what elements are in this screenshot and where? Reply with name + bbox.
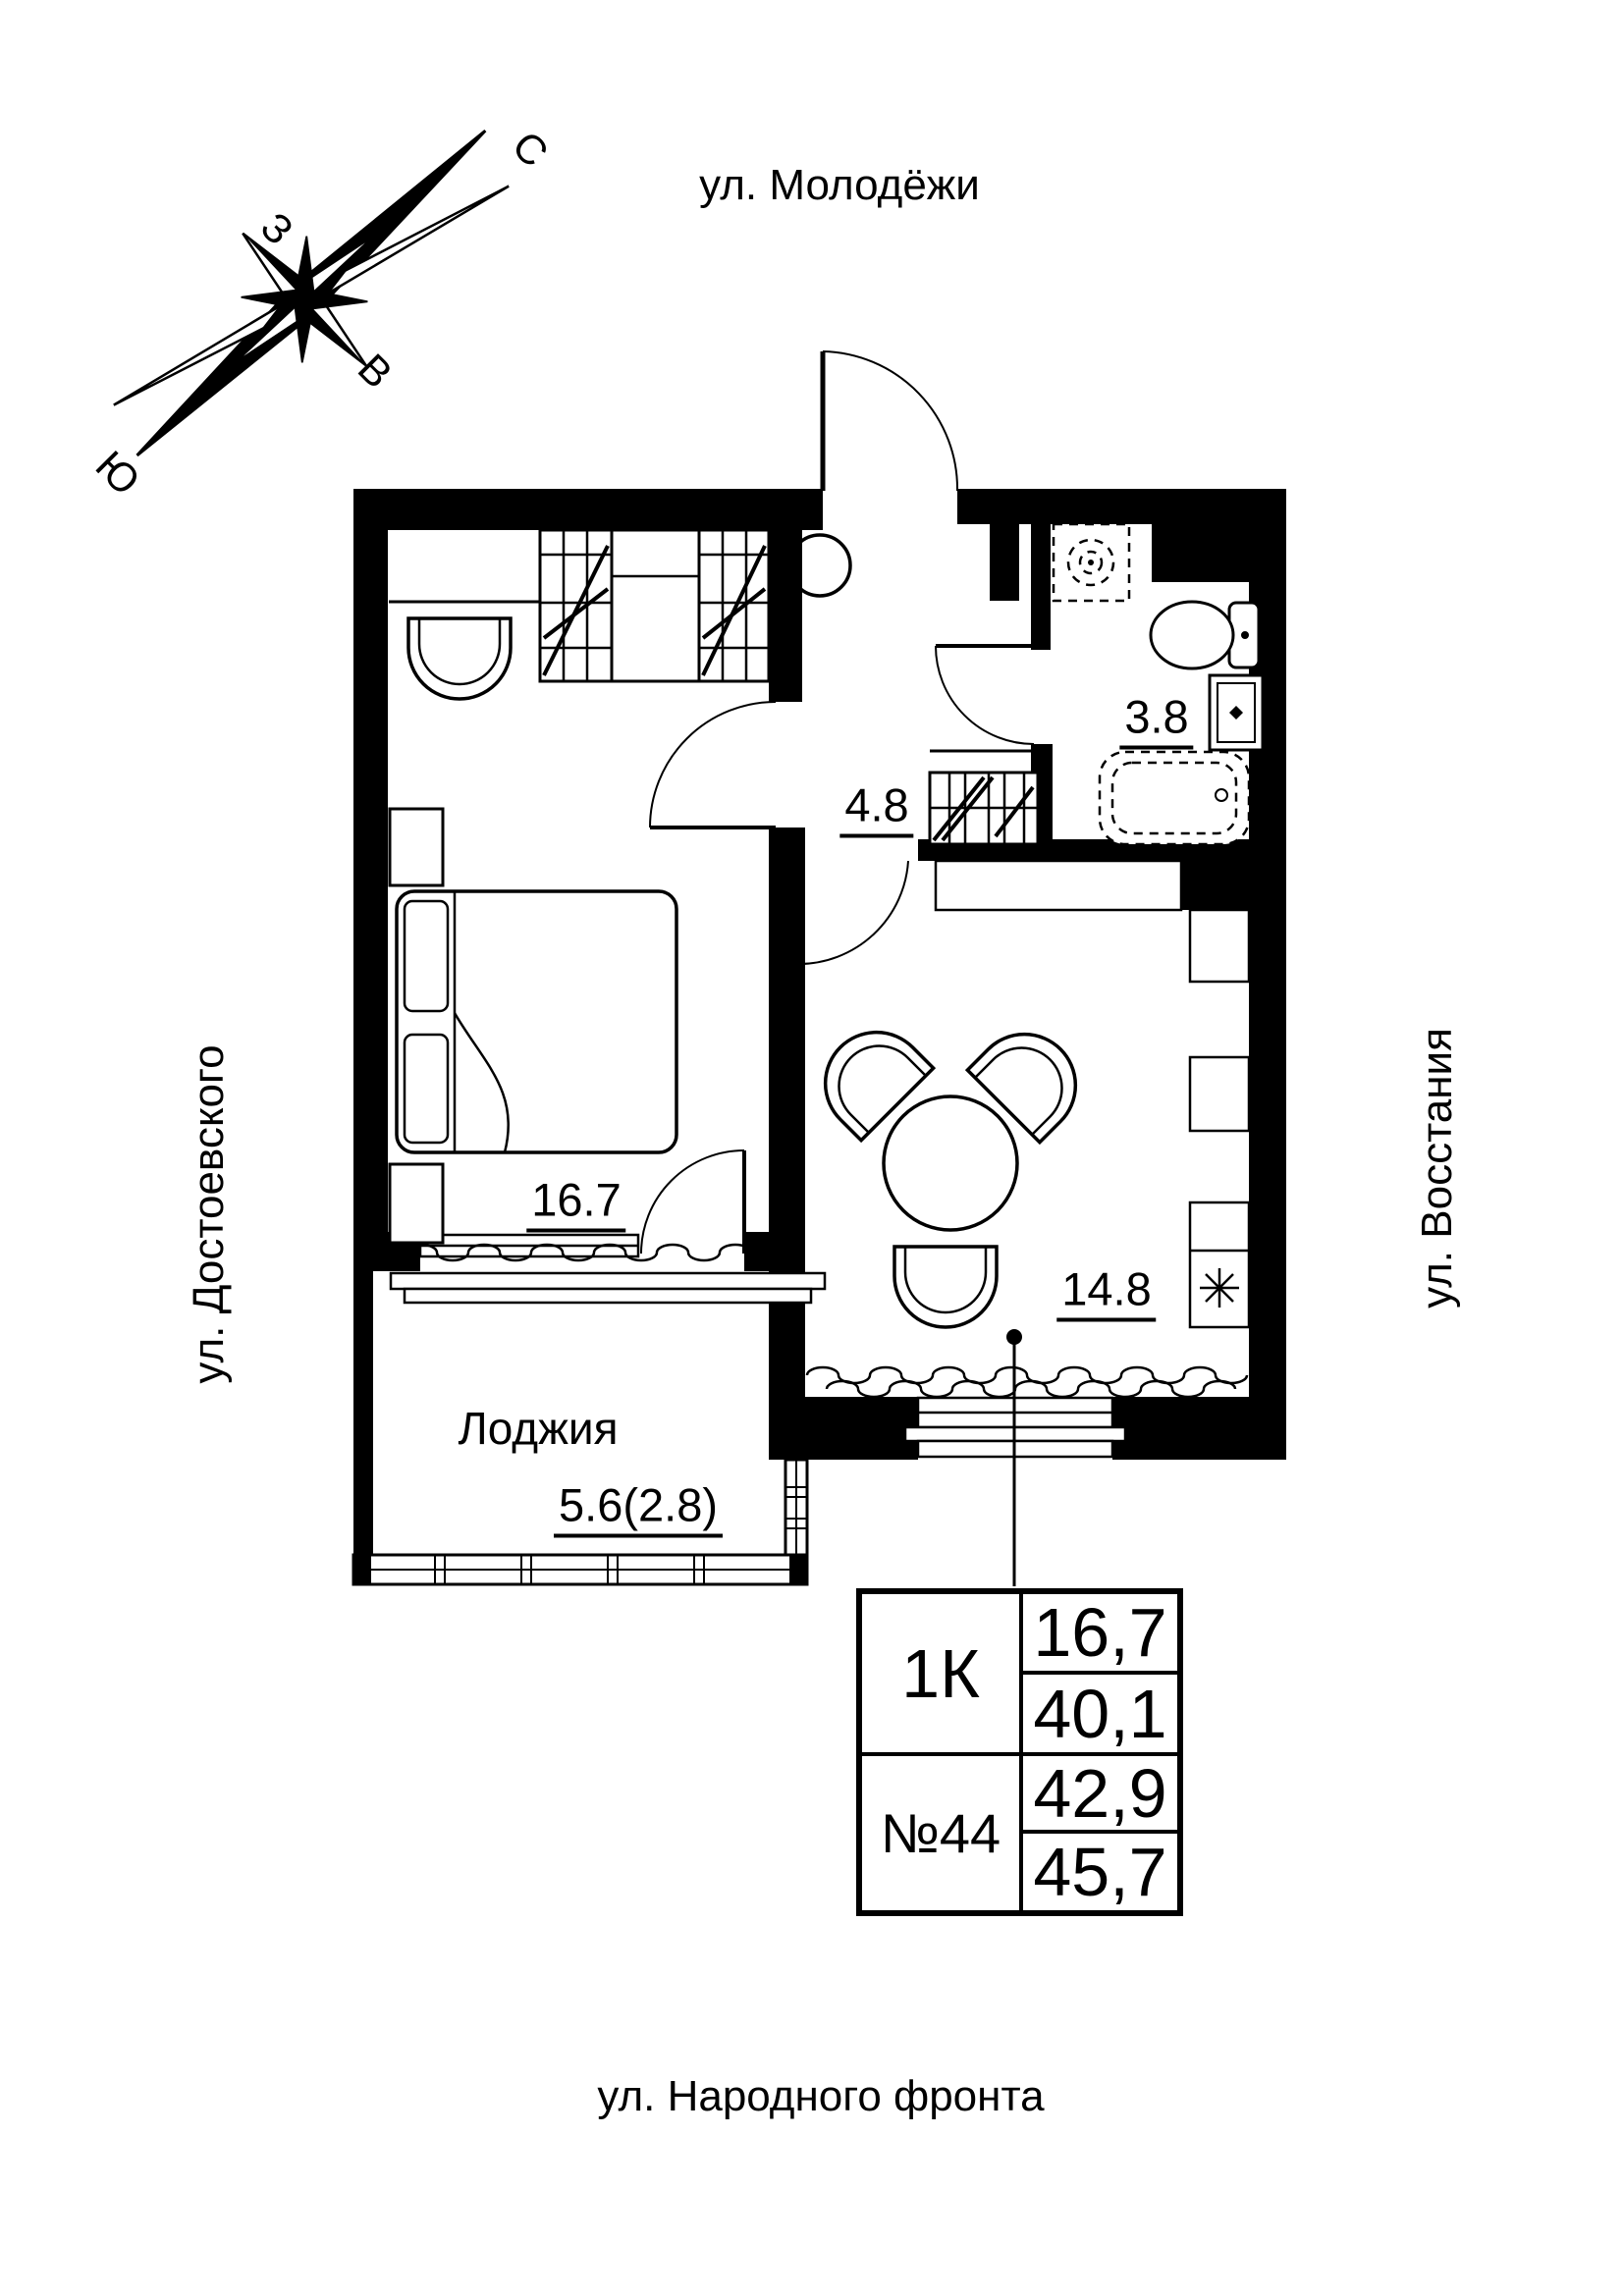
wardrobe: [538, 528, 771, 683]
living-area-cell: 16,7: [1021, 1592, 1179, 1673]
bathtub: [1098, 750, 1251, 846]
room-label-bathroom: 3.8: [1119, 690, 1194, 750]
area-without-loggia-cell: 40,1: [1021, 1673, 1179, 1754]
area-full-cell: 45,7: [1021, 1832, 1179, 1912]
bedroom-door: [649, 701, 777, 829]
bathroom-door: [935, 644, 1035, 745]
bed: [395, 889, 678, 1154]
room-label-bedroom: 16.7: [526, 1173, 626, 1233]
dining-chair: [965, 1011, 1099, 1145]
entrance-door: [820, 350, 959, 492]
walls: [353, 489, 1286, 1562]
coat-rack: [928, 749, 1053, 846]
leader-line: [1006, 1329, 1022, 1586]
dining-chair: [893, 1245, 999, 1329]
street-label-bottom: ул. Народного фронта: [597, 2072, 1045, 2120]
room-label-loggia: Лоджия: [458, 1403, 619, 1454]
curtain-bedroom: [404, 1243, 753, 1262]
kitchen-sink-symbol: [1200, 1268, 1239, 1308]
bathroom-sink: [1208, 673, 1265, 752]
dining-chair: [802, 1009, 936, 1143]
dining-table: [882, 1095, 1019, 1232]
loggia-glazing: [352, 1458, 809, 1586]
area-reduced-loggia-cell: 42,9: [1021, 1754, 1179, 1832]
nightstand: [388, 807, 445, 1245]
apartment-info-table: 1К 16,7 40,1 №44 42,9 45,7: [856, 1588, 1183, 1916]
room-label-loggia-area: 5.6(2.8): [554, 1478, 723, 1538]
street-label-top: ул. Молодёжи: [699, 161, 980, 209]
compass-rose: С З В Ю: [87, 122, 558, 504]
room-label-kitchen-living: 14.8: [1056, 1262, 1157, 1322]
street-label-right: ул. Восстания: [1413, 1028, 1461, 1308]
washing-machine: [1052, 522, 1131, 603]
compass-label-north: С: [504, 122, 558, 176]
kitchen-door: [796, 860, 909, 966]
desk-chair: [406, 616, 513, 701]
balcony-door: [640, 1149, 746, 1255]
toilet: [1149, 600, 1261, 670]
hall-lamp: [787, 533, 852, 598]
street-label-left: ул. Достоевского: [185, 1044, 233, 1384]
room-label-hall: 4.8: [839, 778, 914, 838]
unit-type-cell: 1К: [860, 1592, 1021, 1754]
kitchen-counter: [934, 859, 1251, 1329]
unit-number-cell: №44: [860, 1754, 1021, 1912]
curtain-kitchen: [805, 1365, 1249, 1399]
